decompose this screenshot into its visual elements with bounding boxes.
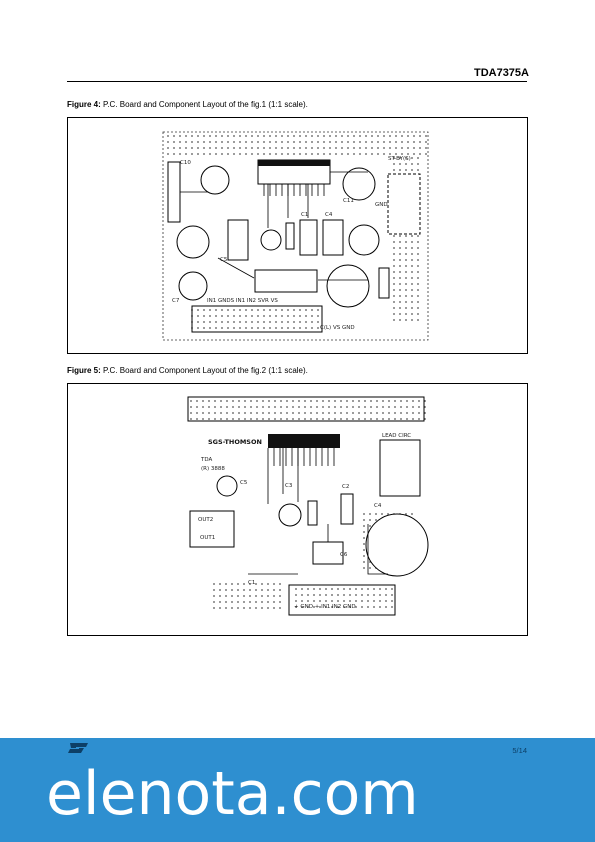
fig4-cvs-label: C(L) VS GND xyxy=(320,325,355,331)
figure-5-box: SGS-THOMSON TDA (R) 3888 OUT2 OUT1 C1 C2… xyxy=(67,383,528,636)
fig4-gnd-label: GND xyxy=(375,202,388,208)
fig4-c4-label: C4 xyxy=(325,212,333,218)
fig5-tda-label: TDA xyxy=(200,457,212,463)
figure-4-ic-pins xyxy=(263,184,325,196)
fig4-c1-label: C1 xyxy=(301,212,308,218)
page-number: 5/14 xyxy=(512,746,527,755)
figure-4-caption-text: P.C. Board and Component Layout of the f… xyxy=(103,100,308,109)
st-logo-icon xyxy=(68,743,88,753)
header-rule xyxy=(67,81,527,82)
fig4-inputs-label: IN1 GNDS IN1 IN2 SVR VS xyxy=(207,298,278,304)
fig5-c6-label: C6 xyxy=(340,552,348,558)
figure-4-label: Figure 4: xyxy=(67,100,101,109)
figure-5-caption: Figure 5: P.C. Board and Component Layou… xyxy=(67,366,308,375)
figure-4-pcb: IN1 GNDS IN1 IN2 SVR VS C(L) VS GND C10 … xyxy=(162,131,429,341)
fig5-out1-label: OUT1 xyxy=(200,535,215,541)
fig5-brand-label: SGS-THOMSON xyxy=(208,438,262,446)
fig4-c5-label: C5 xyxy=(220,257,228,263)
fig4-c7-label: C7 xyxy=(172,298,180,304)
fig5-c4-label: C4 xyxy=(374,503,382,509)
footer-band xyxy=(0,738,595,842)
figure-4-dot-matrix xyxy=(167,135,427,329)
figure-4-caption: Figure 4: P.C. Board and Component Layou… xyxy=(67,100,308,109)
figure-5-pcb: SGS-THOMSON TDA (R) 3888 OUT2 OUT1 C1 C2… xyxy=(187,396,429,616)
fig5-conn-label: LEAD CIRC xyxy=(382,433,411,439)
fig5-c5-label: C5 xyxy=(240,480,248,486)
watermark-logo: elenota.com xyxy=(46,759,419,829)
fig4-c11-label: C11 xyxy=(343,198,354,204)
fig5-bottom-label: + GND + IN1 IN2 GND xyxy=(294,604,356,610)
figure-5-label: Figure 5: xyxy=(67,366,101,375)
figure-5-caption-text: P.C. Board and Component Layout of the f… xyxy=(103,366,308,375)
fig5-c1-label: C1 xyxy=(248,580,255,586)
part-number: TDA7375A xyxy=(473,67,529,79)
fig5-out2-label: OUT2 xyxy=(198,517,213,523)
fig5-gain-label: (R) 3888 xyxy=(201,466,225,472)
fig4-stby-label: ST-BY(S) xyxy=(388,156,411,162)
fig4-c10-label: C10 xyxy=(180,160,191,166)
fig5-c2-label: C2 xyxy=(342,484,349,490)
figure-4-box: IN1 GNDS IN1 IN2 SVR VS C(L) VS GND C10 … xyxy=(67,117,528,354)
fig5-c3-label: C3 xyxy=(285,483,293,489)
